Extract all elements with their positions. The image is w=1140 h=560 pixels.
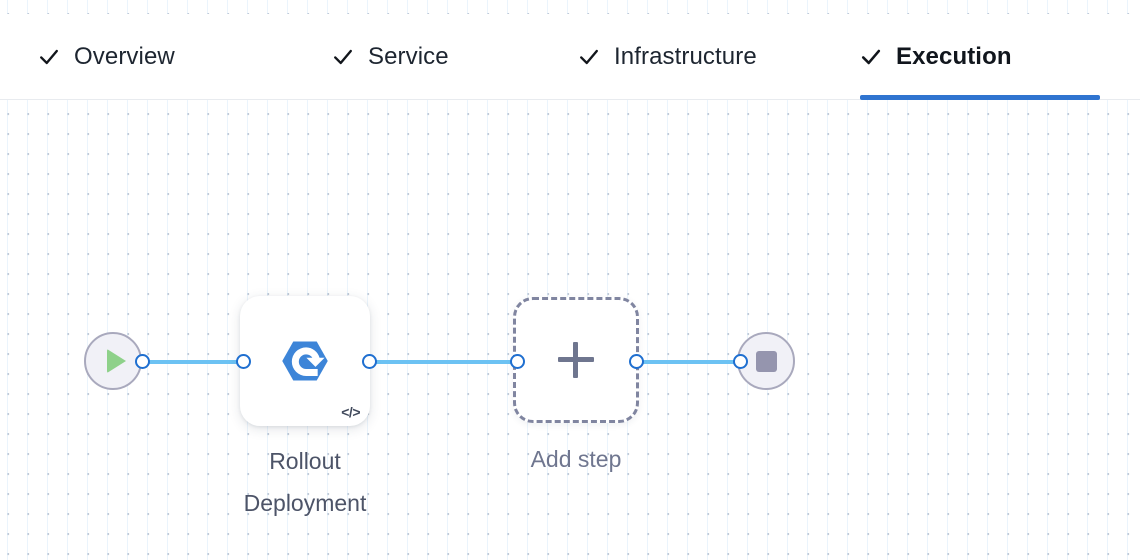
check-icon — [578, 46, 600, 68]
tab-label: Service — [368, 43, 449, 70]
tab-service[interactable]: Service — [332, 14, 562, 100]
plus-icon — [558, 342, 594, 378]
step-label-rollout-deployment: Rollout Deployment — [243, 448, 367, 516]
tab-overview[interactable]: Overview — [38, 14, 288, 100]
tab-infrastructure[interactable]: Infrastructure — [578, 14, 828, 100]
check-icon — [860, 46, 882, 68]
check-icon — [332, 46, 354, 68]
edge-start-to-rollout[interactable] — [140, 360, 244, 364]
edge-rollout-to-add-step[interactable] — [366, 360, 518, 364]
port-rollout-output[interactable] — [362, 354, 377, 369]
edge-add-step-to-end[interactable] — [634, 360, 740, 364]
step-node-rollout-deployment[interactable]: </> — [240, 296, 370, 426]
play-icon — [106, 349, 126, 373]
pipeline-flow-graph: </> Rollout Deployment Add step — [0, 100, 1140, 560]
tab-execution[interactable]: Execution — [860, 14, 1100, 100]
stop-icon — [755, 350, 777, 372]
port-start-output[interactable] — [135, 354, 150, 369]
port-add-step-output[interactable] — [629, 354, 644, 369]
port-rollout-input[interactable] — [236, 354, 251, 369]
tab-label: Overview — [74, 43, 175, 70]
tab-label: Infrastructure — [614, 43, 757, 70]
add-step-label: Add step — [530, 446, 622, 472]
check-icon — [38, 46, 60, 68]
port-end-input[interactable] — [733, 354, 748, 369]
add-step-node[interactable] — [513, 297, 639, 423]
start-node[interactable] — [84, 332, 142, 390]
tab-label: Execution — [896, 43, 1012, 70]
wizard-tab-bar: Overview Service Infrastructur — [0, 14, 1140, 100]
code-icon: </> — [341, 404, 360, 420]
port-add-step-input[interactable] — [510, 354, 525, 369]
rollout-deployment-icon — [279, 335, 331, 387]
tab-active-indicator — [860, 95, 1100, 100]
